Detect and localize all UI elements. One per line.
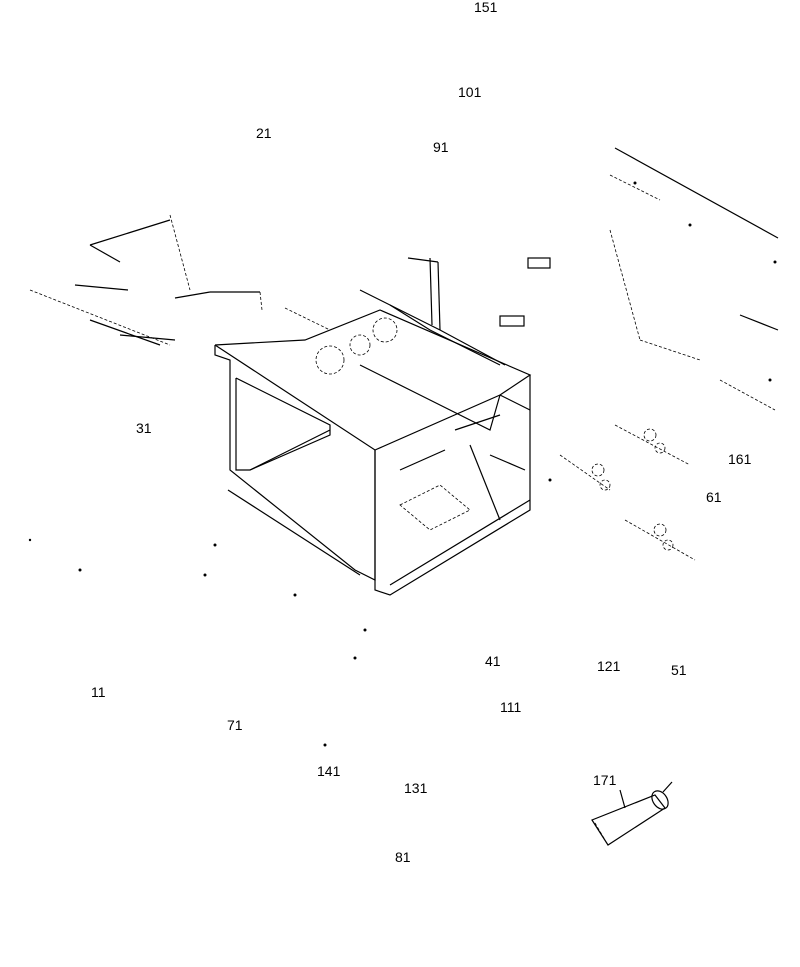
callout-111: 111 [500,699,522,715]
small-parts-cluster [559,424,696,561]
callout-71: 71 [227,717,243,733]
callout-131: 131 [404,780,428,796]
callout-151: 151 [474,0,498,15]
callout-171: 171 [593,772,617,788]
left-panel-part [29,214,331,346]
callout-61: 61 [706,489,722,505]
callout-31: 31 [136,420,152,436]
fastener-dots [28,181,777,747]
grease-tube-part [591,781,673,846]
callout-51: 51 [671,662,687,678]
callout-41: 41 [485,653,501,669]
callout-161: 161 [728,451,752,467]
callout-11: 11 [91,684,106,700]
callout-101: 101 [458,84,482,100]
callout-141: 141 [317,763,341,779]
callout-91: 91 [433,139,449,155]
main-chassis [214,257,532,596]
callout-21: 21 [256,125,272,141]
right-panel-part [499,147,779,411]
callout-121: 121 [597,658,621,674]
callout-81: 81 [395,849,411,865]
